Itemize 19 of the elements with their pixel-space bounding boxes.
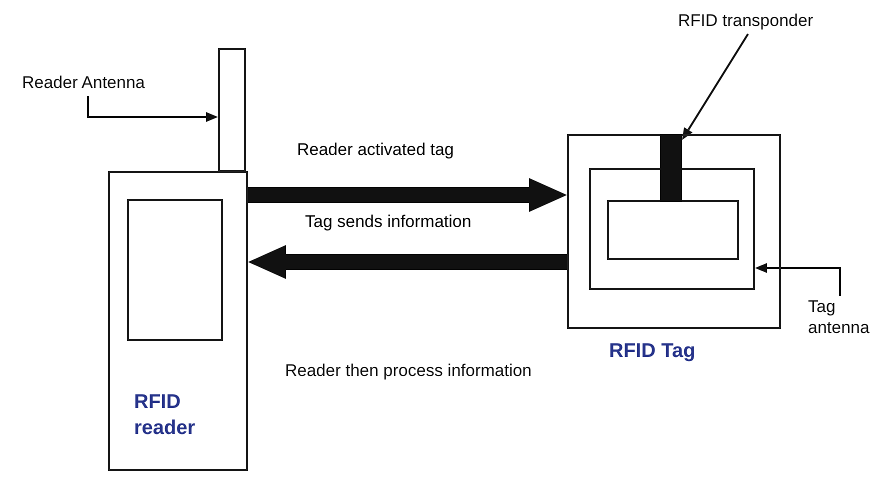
- reader-device: [108, 171, 248, 471]
- device-label: RFID Tag: [609, 339, 696, 364]
- arrow: [87, 96, 218, 122]
- transponder-bar: [660, 134, 682, 202]
- callout-text: Tag antenna: [808, 296, 874, 342]
- edge-label: Tag sends information: [305, 212, 472, 232]
- edge-label: Reader activated tag: [297, 140, 454, 160]
- arrow: [248, 178, 567, 212]
- tag-antenna-coil: [589, 168, 755, 290]
- arrow: [755, 263, 841, 296]
- arrow: [248, 245, 567, 279]
- arrow: [682, 33, 749, 140]
- chip: [607, 200, 739, 260]
- callout-text: RFID transponder: [678, 10, 848, 34]
- device-label: RFID reader: [134, 390, 196, 441]
- callout-text: Reader Antenna: [22, 72, 202, 96]
- screen: [127, 199, 223, 341]
- note-text: Reader then process information: [285, 360, 532, 381]
- antenna: [218, 48, 246, 172]
